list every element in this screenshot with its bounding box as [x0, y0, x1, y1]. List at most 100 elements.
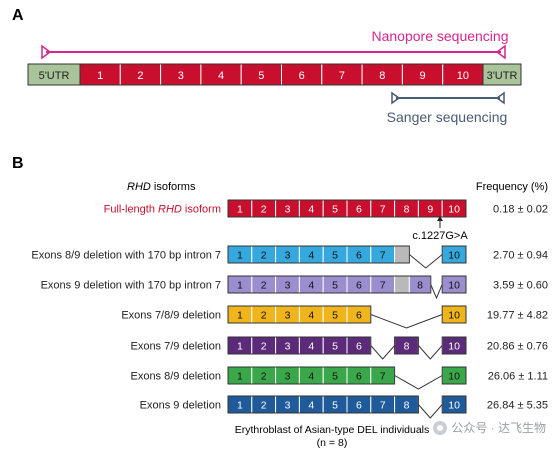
- isoform-frequency: 26.06 ± 1.11: [488, 371, 548, 383]
- exon-label: 1: [97, 70, 103, 82]
- isoform-label: Exons 9 deletion: [140, 400, 221, 412]
- exon-label: 5: [332, 250, 338, 262]
- exon-label: 2: [261, 280, 267, 292]
- frequency-header: Frequency (%): [476, 181, 548, 193]
- exon-label: 4: [218, 70, 224, 82]
- isoform-label: Exons 8/9 deletion with 170 bp intron 7: [31, 250, 221, 262]
- mutation-arrow-head: [437, 216, 443, 221]
- exon-label: 1: [237, 310, 243, 322]
- isoform-frequency: 2.70 ± 0.94: [493, 250, 548, 262]
- exon-label: 2: [261, 341, 267, 353]
- isoforms-header-italic: RHD: [127, 181, 151, 193]
- exon-label: 10: [448, 204, 460, 216]
- exon-label: 2: [261, 310, 267, 322]
- exon-label: 5: [332, 400, 338, 412]
- exon-label: 6: [356, 204, 362, 216]
- exon-label: 5: [258, 70, 264, 82]
- panel-a-label: A: [12, 7, 24, 24]
- splice-junction: [370, 345, 395, 360]
- exon-label: 1: [237, 204, 243, 216]
- isoform-label: Exons 8/9 deletion: [130, 371, 221, 383]
- exon-label: 3: [285, 204, 291, 216]
- panel-b-label: B: [12, 155, 24, 172]
- wechat-icon: [433, 420, 448, 435]
- exon-label: 7: [380, 204, 386, 216]
- exon-block-outline: [227, 199, 467, 218]
- exon-label: 2: [261, 204, 267, 216]
- isoform-frequency: 26.84 ± 5.35: [487, 400, 548, 412]
- isoform-frequency: 0.18 ± 0.02: [493, 204, 548, 216]
- isoform-label-text: Exons 9 deletion with 170 bp intron 7: [41, 280, 221, 292]
- isoform-label: Exons 7/8/9 deletion: [121, 310, 221, 322]
- exon-label: 2: [261, 400, 267, 412]
- nanopore-sequencing-label: Nanopore sequencing: [372, 28, 509, 44]
- exon-label: 5: [332, 341, 338, 353]
- nanopore-sequencing-bracket: Nanopore sequencing: [41, 28, 509, 60]
- exon-label: 6: [356, 400, 362, 412]
- mutation-marker: c.1227G>A: [412, 216, 468, 242]
- isoform-frequency: 20.86 ± 0.76: [487, 341, 548, 353]
- exon-label: 8: [404, 341, 410, 353]
- nanopore-right-arrow: [495, 44, 506, 60]
- exon-label: 4: [308, 341, 314, 353]
- exon-label: 10: [448, 250, 460, 262]
- exon-label: 6: [356, 341, 362, 353]
- splice-junction: [370, 314, 443, 329]
- footnote-line2: (n = 8): [317, 437, 348, 449]
- exon-label: 3: [285, 280, 291, 292]
- exon-label: 4: [308, 250, 314, 262]
- exon-label: 6: [356, 371, 362, 383]
- exon-label: 10: [448, 280, 460, 292]
- footnote-line1: Erythroblast of Asian-type DEL individua…: [235, 424, 430, 436]
- exon-label: 2: [261, 371, 267, 383]
- isoform-label: Exons 7/9 deletion: [130, 341, 221, 353]
- isoform-label-italic: RHD: [158, 204, 182, 216]
- watermark: 公众号 · 达飞生物: [433, 419, 546, 436]
- isoform-label: Full-length RHD isoform: [104, 204, 221, 216]
- exon-label: 7: [380, 400, 386, 412]
- nanopore-left-arrow: [41, 44, 52, 60]
- isoforms-header-rest: isoforms: [151, 181, 196, 193]
- exon-label: 10: [448, 341, 460, 353]
- splice-junction: [418, 345, 443, 360]
- exon-label: 10: [448, 400, 460, 412]
- exon-label: 10: [448, 310, 460, 322]
- intron-fragment: [394, 245, 410, 264]
- exon-label: 8: [404, 400, 410, 412]
- exon-label: 6: [356, 310, 362, 322]
- exon-label: 3: [285, 250, 291, 262]
- isoform-frequency: 3.59 ± 0.60: [493, 280, 548, 292]
- isoform-label-text: Exons 9 deletion: [140, 400, 221, 412]
- exon-label: 4: [308, 280, 314, 292]
- exon-label: 1: [237, 400, 243, 412]
- sanger-sequencing-bracket: Sanger sequencing: [387, 91, 507, 125]
- exon-label: 10: [448, 371, 460, 383]
- isoform-label-text: Exons 7/8/9 deletion: [121, 310, 221, 322]
- splice-junction: [409, 254, 443, 269]
- exon-label: 5: [332, 371, 338, 383]
- exon-label: 7: [339, 70, 345, 82]
- exon-label: 4: [308, 204, 314, 216]
- exon-label: 1: [237, 280, 243, 292]
- mutation-label: c.1227G>A: [412, 230, 468, 242]
- isoform-label-text: Exons 7/9 deletion: [130, 341, 221, 353]
- exon-label: 7: [380, 371, 386, 383]
- isoform-label-text: isoform: [182, 204, 221, 216]
- exon-label: 5: [332, 310, 338, 322]
- exon-label: 9: [419, 70, 425, 82]
- utr5-label: 5'UTR: [39, 70, 70, 82]
- exon-label: 3: [178, 70, 184, 82]
- splice-junction: [418, 404, 443, 419]
- isoform-label-text: Exons 8/9 deletion with 170 bp intron 7: [31, 250, 221, 262]
- exon-label: 4: [308, 400, 314, 412]
- exon-label: 8: [379, 70, 385, 82]
- isoform-label: Exons 9 deletion with 170 bp intron 7: [41, 280, 221, 292]
- sanger-right-arrow: [495, 91, 505, 105]
- isoforms-header: RHD isoforms: [127, 181, 196, 193]
- exon-label: 7: [380, 250, 386, 262]
